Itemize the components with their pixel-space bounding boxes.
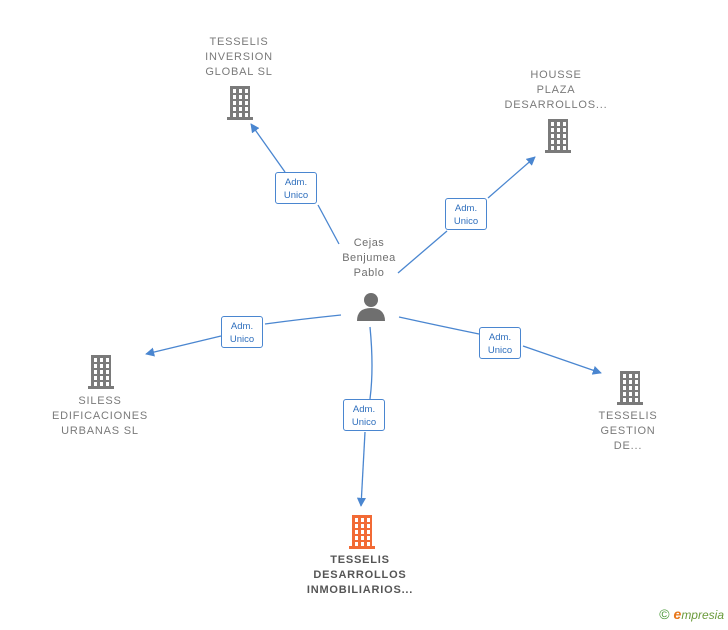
building-icon[interactable] <box>617 371 643 405</box>
edge-line-siless <box>264 314 342 325</box>
edge-line-siless <box>145 335 222 357</box>
company-name-line: PLAZA <box>536 84 576 96</box>
relation-text: Unico <box>487 345 513 356</box>
relation-label-tesselis-desarrollos[interactable]: Adm. Unico <box>343 399 385 431</box>
company-label-tesselis-gestion[interactable]: TESSELIS GESTION DE... <box>576 409 680 454</box>
company-name-line: TESSELIS <box>598 410 658 422</box>
relation-text: Unico <box>229 334 255 345</box>
person-name-line: Cejas <box>353 237 385 249</box>
building-icon[interactable] <box>349 515 375 549</box>
relation-text: Adm. <box>454 203 478 214</box>
company-name-line: HOUSSE <box>530 69 582 81</box>
edge-line-tesselis-desarrollos <box>369 326 373 400</box>
company-name-line: EDIFICACIONES <box>52 410 148 422</box>
company-name-line: INMOBILIARIOS... <box>306 584 414 596</box>
relation-label-tesselis-inversion[interactable]: Adm. Unico <box>275 172 317 204</box>
company-name-line: INVERSION <box>205 51 273 63</box>
copyright-icon: © <box>659 606 670 622</box>
company-name-line: TESSELIS <box>330 554 390 566</box>
person-name-line: Pablo <box>353 267 385 279</box>
person-name-label[interactable]: Cejas Benjumea Pablo <box>322 236 416 281</box>
person-icon[interactable] <box>357 293 385 321</box>
brand-logo-initial: e <box>673 606 682 622</box>
relation-text: Unico <box>283 190 309 201</box>
brand-logo-text: mpresia <box>681 608 724 622</box>
company-label-tesselis-desarrollos[interactable]: TESSELIS DESARROLLOS INMOBILIARIOS... <box>285 553 435 598</box>
company-name-line: URBANAS SL <box>61 425 139 437</box>
brand-footer[interactable]: ©empresia <box>659 606 724 622</box>
company-name-line: DE... <box>613 440 643 452</box>
company-name-line: SILESS <box>78 395 122 407</box>
company-name-line: DESARROLLOS <box>313 569 407 581</box>
relation-text: Unico <box>351 417 377 428</box>
building-icon[interactable] <box>545 119 571 153</box>
company-label-housse-plaza[interactable]: HOUSSE PLAZA DESARROLLOS... <box>492 68 620 113</box>
relation-label-housse-plaza[interactable]: Adm. Unico <box>445 198 487 230</box>
company-label-siless[interactable]: SILESS EDIFICACIONES URBANAS SL <box>38 394 162 439</box>
relation-text: Adm. <box>488 332 512 343</box>
building-icon[interactable] <box>88 355 114 389</box>
building-icon[interactable] <box>227 86 253 120</box>
relation-label-siless[interactable]: Adm. Unico <box>221 316 263 348</box>
edge-line-tesselis-inversion <box>317 204 340 245</box>
relation-text: Adm. <box>230 321 254 332</box>
relation-text: Adm. <box>284 177 308 188</box>
relation-text: Unico <box>453 216 479 227</box>
edge-line-tesselis-gestion <box>398 316 480 335</box>
company-label-tesselis-inversion[interactable]: TESSELIS INVERSION GLOBAL SL <box>180 35 298 80</box>
relation-text: Adm. <box>352 404 376 415</box>
person-name-line: Benjumea <box>342 252 396 264</box>
company-name-line: GESTION <box>600 425 656 437</box>
edge-line-housse-plaza <box>487 156 536 199</box>
edge-line-tesselis-gestion <box>522 345 602 375</box>
company-name-line: DESARROLLOS... <box>504 99 608 111</box>
relation-label-tesselis-gestion[interactable]: Adm. Unico <box>479 327 521 359</box>
edge-line-housse-plaza <box>397 230 448 274</box>
edge-line-tesselis-inversion <box>250 123 286 173</box>
edge-line-tesselis-desarrollos <box>356 431 366 507</box>
company-name-line: GLOBAL SL <box>205 66 273 78</box>
company-name-line: TESSELIS <box>209 36 269 48</box>
